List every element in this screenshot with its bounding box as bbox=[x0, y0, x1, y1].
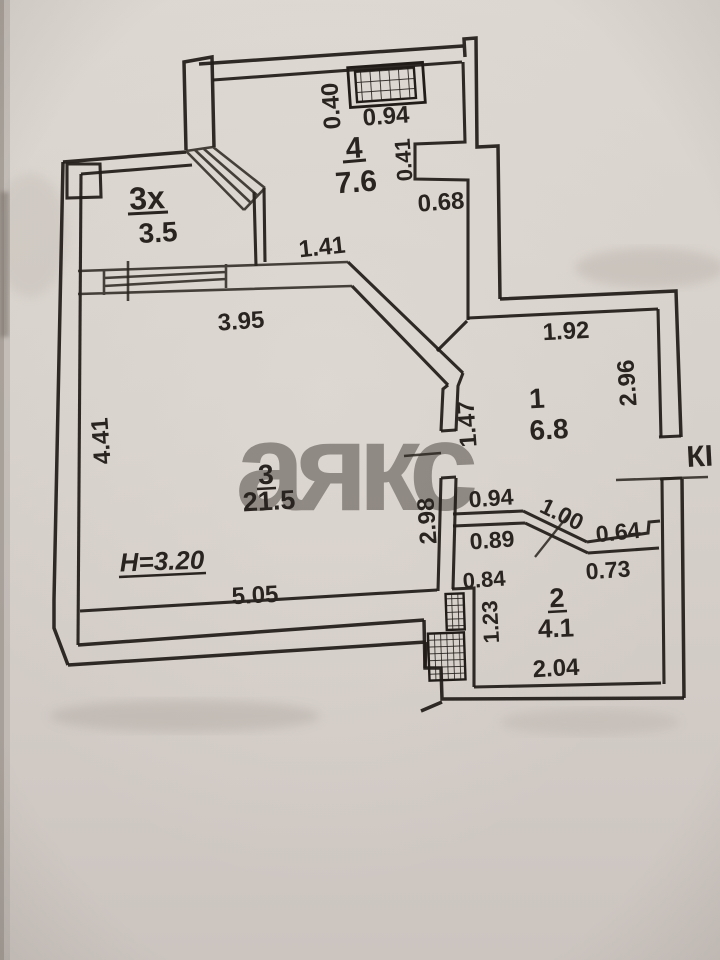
floor-plan-scan: аякс bbox=[0, 0, 720, 960]
vignette bbox=[0, 0, 720, 960]
floor-plan-svg: аякс bbox=[0, 0, 720, 960]
